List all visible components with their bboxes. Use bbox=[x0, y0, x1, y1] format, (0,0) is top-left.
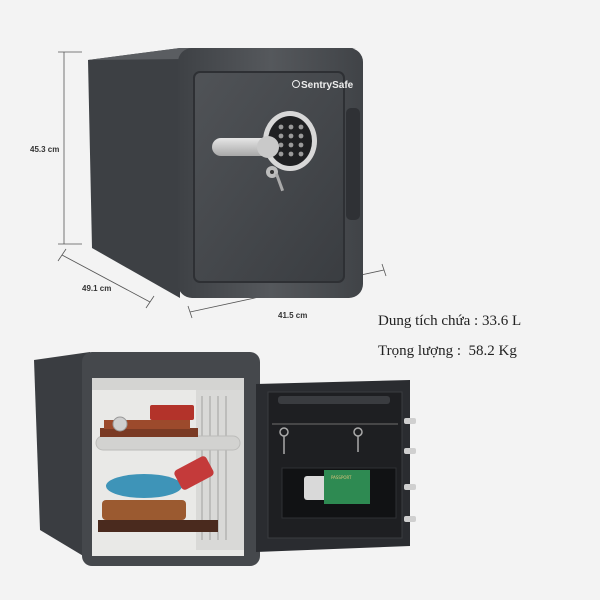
key-icon bbox=[266, 166, 285, 192]
height-label: 45.3 cm bbox=[30, 145, 59, 154]
key-icon bbox=[279, 427, 363, 454]
passport-item bbox=[324, 470, 370, 504]
handle-icon bbox=[212, 136, 279, 158]
locking-bolts bbox=[404, 418, 416, 522]
closed-safe: SentrySafe bbox=[88, 48, 363, 298]
width-label: 41.5 cm bbox=[278, 311, 307, 320]
document-item bbox=[304, 476, 330, 500]
depth-dimension-line bbox=[61, 254, 151, 303]
watch-item bbox=[112, 416, 128, 432]
passport-label: PASSPORT bbox=[331, 475, 352, 480]
weight-spec: Trọng lượng : 58.2 Kg bbox=[378, 343, 517, 359]
brand-logo: SentrySafe bbox=[301, 80, 354, 91]
red-wallet-item bbox=[174, 456, 214, 490]
keypad-icon bbox=[263, 111, 317, 171]
book-item bbox=[100, 428, 198, 437]
safe-side-panel bbox=[88, 48, 180, 298]
case-item bbox=[98, 520, 218, 532]
wallet-item bbox=[150, 405, 194, 420]
blue-pouch-item bbox=[106, 474, 182, 498]
leather-bag-item bbox=[102, 500, 186, 520]
interior-shelf bbox=[95, 435, 241, 451]
capacity-spec: Dung tích chứa : 33.6 L bbox=[378, 313, 522, 329]
depth-label: 49.1 cm bbox=[82, 284, 111, 293]
open-safe: PASSPORT bbox=[34, 352, 416, 566]
hinge-icon bbox=[346, 108, 360, 220]
